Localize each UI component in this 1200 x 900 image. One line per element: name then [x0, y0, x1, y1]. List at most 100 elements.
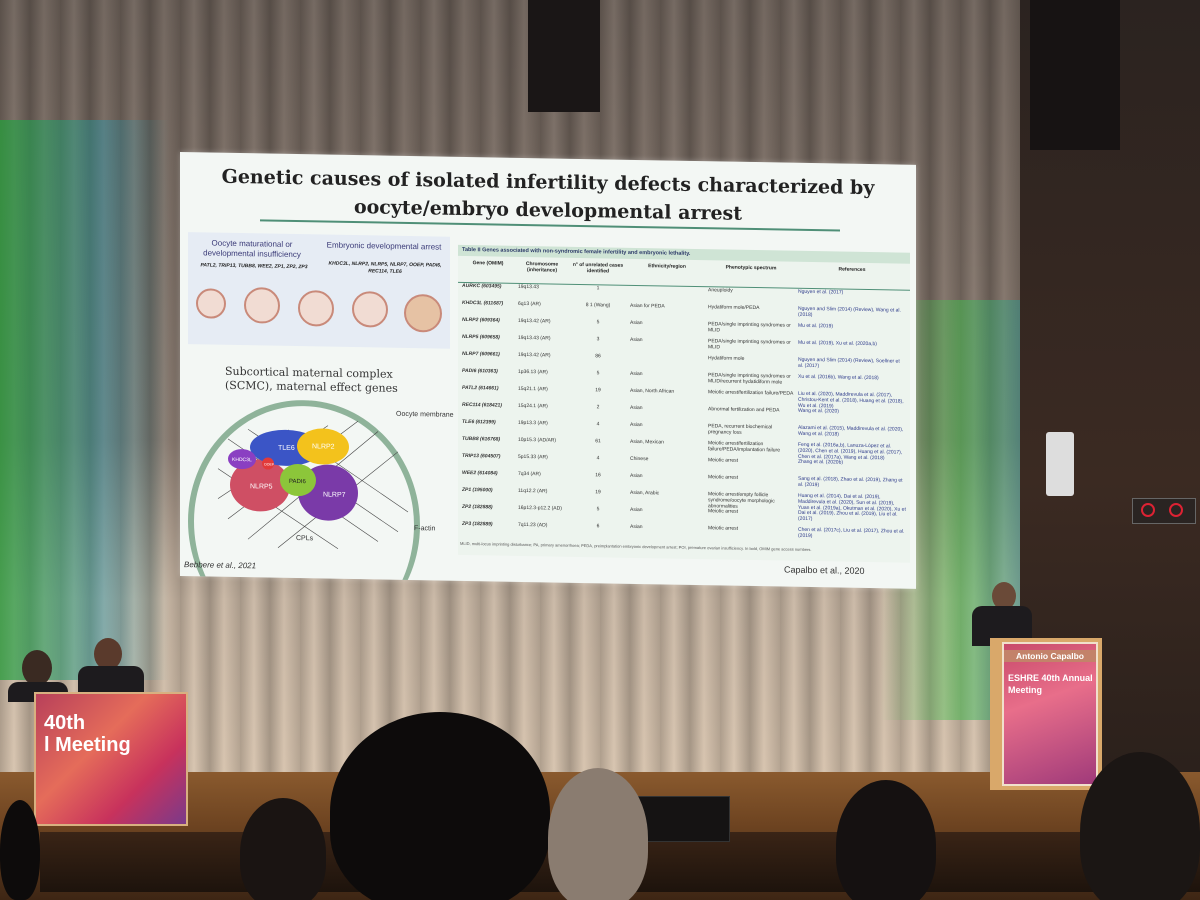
- padi6-label: PADI6: [289, 479, 307, 485]
- table-cell-gene: ZP1 (195000): [462, 486, 493, 494]
- table-cell-n: 4: [596, 455, 600, 462]
- khdc3l-label: KHDC3L: [232, 457, 252, 463]
- table-cell-eth: Asian: [630, 421, 643, 429]
- ooep-protein: [262, 457, 274, 470]
- table-cell-chrom: 5p15.33 (AR): [518, 453, 548, 461]
- nlrp2-protein: [297, 428, 349, 465]
- table-cell-n: 5: [596, 506, 600, 513]
- table-cell-eth: Asian: [630, 370, 643, 378]
- panel-desk-banner: 40th l Meeting: [34, 692, 188, 826]
- panel-desk-text: 40th l Meeting: [44, 712, 131, 756]
- table-cell-eth: Asian: [630, 472, 643, 480]
- table-cell-pheno: Hydatiform mole: [708, 355, 745, 362]
- table-cell-chrom: 7q34 (AR): [518, 470, 541, 478]
- projected-slide: Genetic causes of isolated infertility d…: [180, 152, 916, 589]
- no-smoking-icon: [1141, 503, 1155, 517]
- table-cell-ref: Mu et al. (2019): [798, 322, 834, 330]
- arrest-diagram-panel: Oocyte maturational or developmental ins…: [188, 232, 450, 349]
- table-cell-chrom: 16p12.3-p12.2 (AD): [518, 504, 562, 512]
- table-cell-gene: PADI6 (610363): [462, 367, 498, 375]
- table-cell-eth: Asian: [630, 404, 643, 412]
- oocyte-stage-2: [244, 287, 280, 324]
- table-cell-chrom: 15q24.1 (AR): [518, 402, 548, 410]
- table-header-cell: Chromosome (inheritance): [525, 261, 559, 274]
- col1-header: Oocyte maturational or developmental ins…: [203, 238, 301, 260]
- table-cell-n: 5: [596, 319, 600, 326]
- ooep-label: OOEP: [264, 462, 275, 466]
- stage-monitor: [636, 796, 730, 842]
- table-cell-ref: Liu et al. (2020), Maddirevula et al. (2…: [798, 390, 904, 410]
- citation-right: Capalbo et al., 2020: [784, 564, 865, 576]
- table-cell-ref: Nguyen et al. (2017): [798, 288, 844, 296]
- no-smoking-sign: [1132, 498, 1196, 524]
- lectern-banner: Antonio Capalbo ESHRE 40th Annual Meetin…: [1002, 642, 1098, 786]
- table-cell-pheno: Abnormal fertilization and PEDA: [708, 406, 780, 414]
- speaker-head: [992, 582, 1016, 610]
- table-cell-pheno: Meiotic arrest/fertilization failure/PED…: [708, 389, 794, 397]
- table-cell-gene: NLRP7 (609661): [462, 350, 500, 358]
- table-cell-ref: Alazami et al. (2015), Maddirevula et al…: [798, 424, 904, 438]
- embryo-morula: [404, 293, 442, 333]
- audience-member: [548, 768, 648, 900]
- event-name: ESHRE 40th Annual Meeting: [1008, 673, 1093, 695]
- embryo-4-cell: [352, 291, 388, 328]
- table-cell-gene: AURKC (603495): [462, 282, 502, 290]
- table-cell-pheno: Meiotic arrest: [708, 525, 739, 532]
- table-cell-eth: [630, 354, 704, 355]
- f-actin-label: F-actin: [414, 525, 435, 532]
- embryo-2-cell: [298, 290, 334, 327]
- col1-genes: PATL2, TRIP13, TUBB8, WEE2, ZP1, ZP2, ZP…: [200, 262, 308, 271]
- speaker-name: Antonio Capalbo: [1004, 650, 1096, 662]
- table-cell-n: 86: [595, 353, 601, 360]
- khdc3l-protein: [228, 449, 256, 470]
- table-cell-n: 19: [595, 387, 601, 394]
- table-cell-ref: Xu et al. (2016b), Wang et al. (2018): [798, 373, 879, 382]
- audience-member: [0, 800, 40, 900]
- table-cell-n: 16: [595, 472, 601, 479]
- table-cell-n: 19: [595, 489, 601, 496]
- table-cell-chrom: 19q13.43 (AR): [518, 334, 551, 342]
- tle6-label: TLE6: [278, 445, 295, 452]
- nlrp7-label: NLRP7: [323, 491, 346, 498]
- table-cell-pheno: PEDA/single imprinting syndromes or MLID: [708, 321, 791, 334]
- table-cell-ref: Huang et al. (2014), Dai et al. (2019), …: [798, 492, 906, 512]
- table-cell-chrom: 6q13 (AR): [518, 300, 541, 308]
- table-cell-gene: ZP3 (182889): [462, 520, 493, 528]
- table-cell-pheno: Meiotic arrest: [708, 474, 739, 481]
- table-cell-pheno: Aneuploidy: [708, 287, 733, 294]
- table-cell-ref: Sang et al. (2018), Zhao et al. (2019), …: [798, 475, 903, 489]
- table-row: WEE2 (614084) 7q34 (AR) 16 Asian Meiotic arr…: [458, 469, 910, 488]
- table-cell-gene: NLRP5 (609658): [462, 333, 500, 341]
- table-cell-gene: TUBB8 (616768): [462, 435, 501, 443]
- table-cell-n: 5: [596, 370, 600, 377]
- table-cell-n: 2: [596, 404, 600, 411]
- table-cell-chrom: 19q13.43: [518, 283, 539, 291]
- table-cell-chrom: 11q12.2 (AR): [518, 487, 548, 495]
- table-cell-gene: REC114 (618421): [462, 401, 502, 409]
- table-cell-ref: Mu et al. (2019), Xu et al. (2020a,b): [798, 339, 877, 348]
- panelist-man-body: [78, 666, 144, 694]
- table-cell-ref: Nguyen and Slim (2014) (Review), Wang et…: [798, 305, 901, 319]
- nlrp2-label: NLRP2: [312, 443, 335, 450]
- table-cell-gene: WEE2 (614084): [462, 469, 498, 477]
- gene-table: Table II Genes associated with non-syndr…: [458, 244, 910, 563]
- table-cell-n: 4: [596, 421, 600, 428]
- table-cell-n: 1: [596, 285, 600, 292]
- table-cell-pheno: Meiotic arrest/empty follicle syndrome/o…: [708, 491, 775, 510]
- wall-loudspeaker: [1030, 0, 1120, 150]
- table-cell-pheno: PEDA, recurrent biochemical pregnancy lo…: [708, 423, 773, 436]
- table-cell-ref: Zhang et al. (2020b): [798, 458, 844, 466]
- table-cell-chrom: 19p13.3 (AR): [518, 419, 548, 427]
- table-cell-eth: Chinese: [630, 455, 649, 463]
- wall-camera: [1046, 432, 1074, 496]
- table-header-cell: n° of unrelated cases identified: [572, 261, 624, 275]
- green-stage-light-left: [0, 120, 170, 680]
- table-cell-eth: Asian: [630, 319, 643, 327]
- table-cell-gene: ZP2 (182888): [462, 503, 493, 511]
- table-cell-eth: Asian: [630, 336, 643, 344]
- citation-left: Bebbere et al., 2021: [184, 560, 257, 571]
- table-cell-eth: [630, 286, 704, 287]
